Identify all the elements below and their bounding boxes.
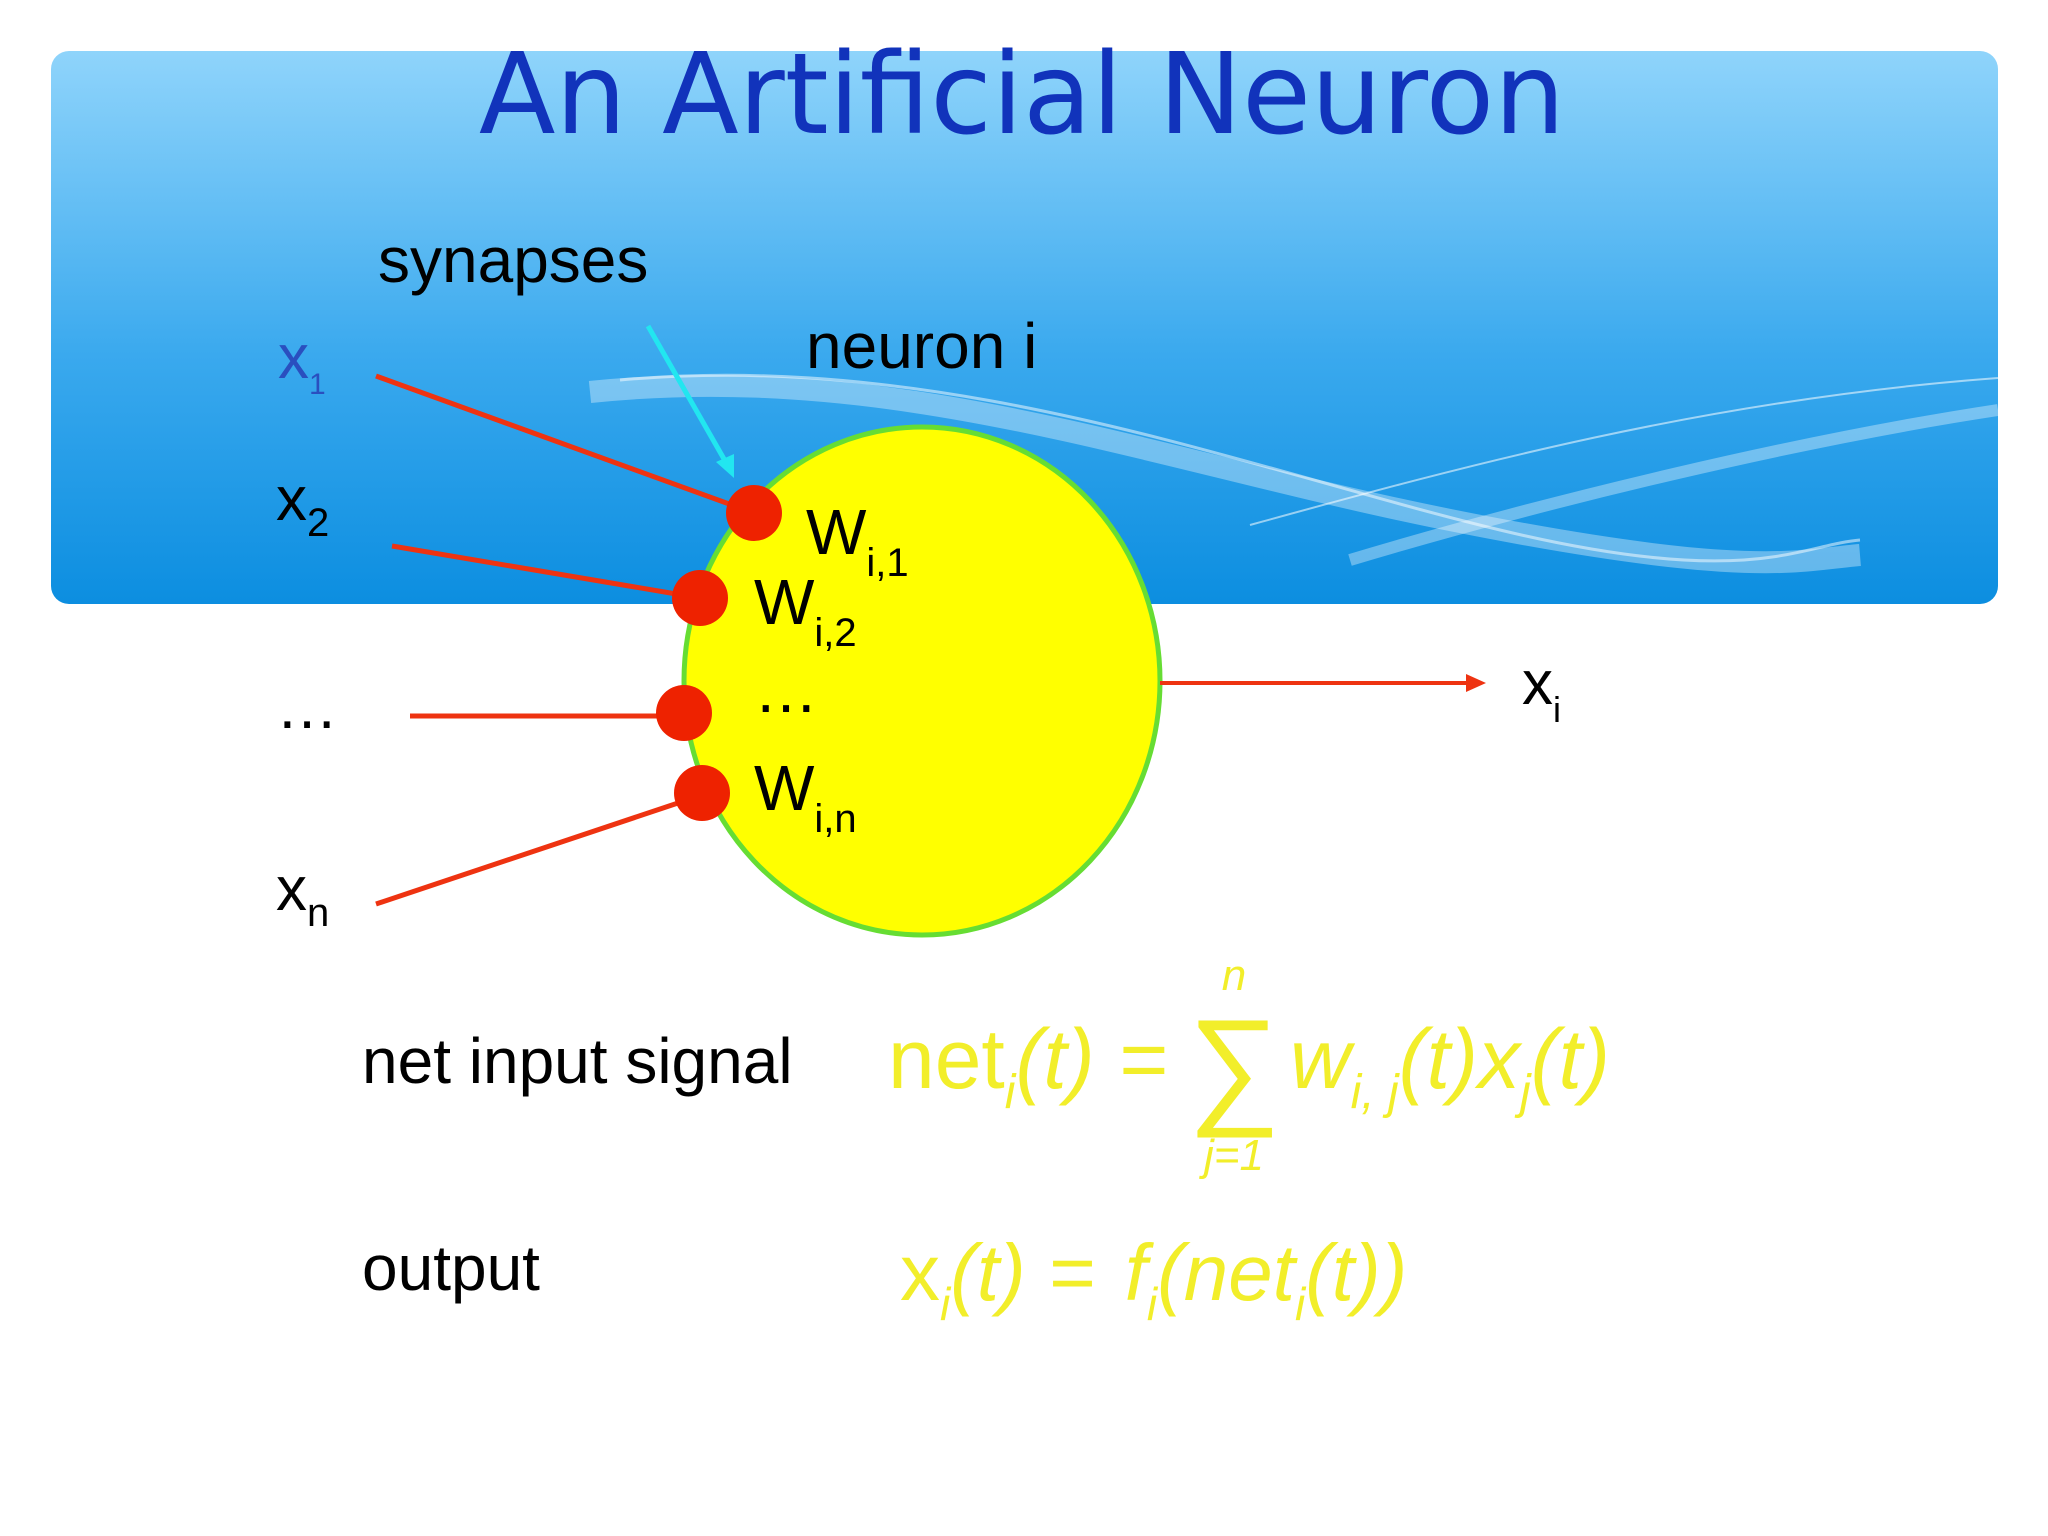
net-eq-rhs: wi, j(t)xj(t) [1290, 1012, 1610, 1119]
synapse-dot-1 [726, 485, 782, 541]
synapse-dot-3 [656, 685, 712, 741]
input-label-2: x2 [276, 465, 329, 545]
sum-top-n: n [1222, 951, 1246, 1000]
synapse-pointer-arrow [645, 324, 734, 478]
net-input-equation: neti(t) = n ∑ j=1 wi, j(t)xj(t) [888, 951, 1610, 1180]
input-line-2 [391, 543, 701, 601]
synapse-dot-2 [672, 570, 728, 626]
out-eq: xi(t) =fi(neti(t)) [900, 1228, 1407, 1330]
header-band [51, 51, 1998, 604]
slide-title: An Artificial Neuron [479, 30, 1565, 160]
output-label: xi [1522, 649, 1561, 730]
weight-label-ellipsis: … [754, 654, 818, 726]
sigma-symbol: ∑ [1188, 992, 1281, 1138]
input-label-ellipsis: … [276, 673, 338, 742]
synapse-dot-n [674, 765, 730, 821]
header-swoosh-decoration [588, 373, 1999, 574]
output-formula-label: output [362, 1232, 540, 1304]
output-arrow [1160, 674, 1486, 692]
sum-bottom-j1: j=1 [1199, 1131, 1264, 1180]
net-eq-lhs: neti(t) = [888, 1012, 1167, 1119]
weight-label-n: Wi,n [754, 752, 857, 841]
net-input-signal-label: net input signal [362, 1025, 793, 1097]
weight-label-1: Wi,1 [806, 496, 909, 585]
weight-label-2: Wi,2 [754, 566, 857, 655]
synapse-dots [656, 485, 782, 821]
synapses-label: synapses [378, 224, 648, 296]
input-label-1: x1 [278, 323, 326, 401]
input-line-1 [375, 373, 755, 516]
input-lines [375, 373, 755, 907]
input-line-n [375, 792, 703, 907]
output-equation: xi(t) =fi(neti(t)) [900, 1228, 1407, 1330]
input-label-n: xn [276, 855, 329, 935]
neuron-label: neuron i [806, 310, 1037, 382]
